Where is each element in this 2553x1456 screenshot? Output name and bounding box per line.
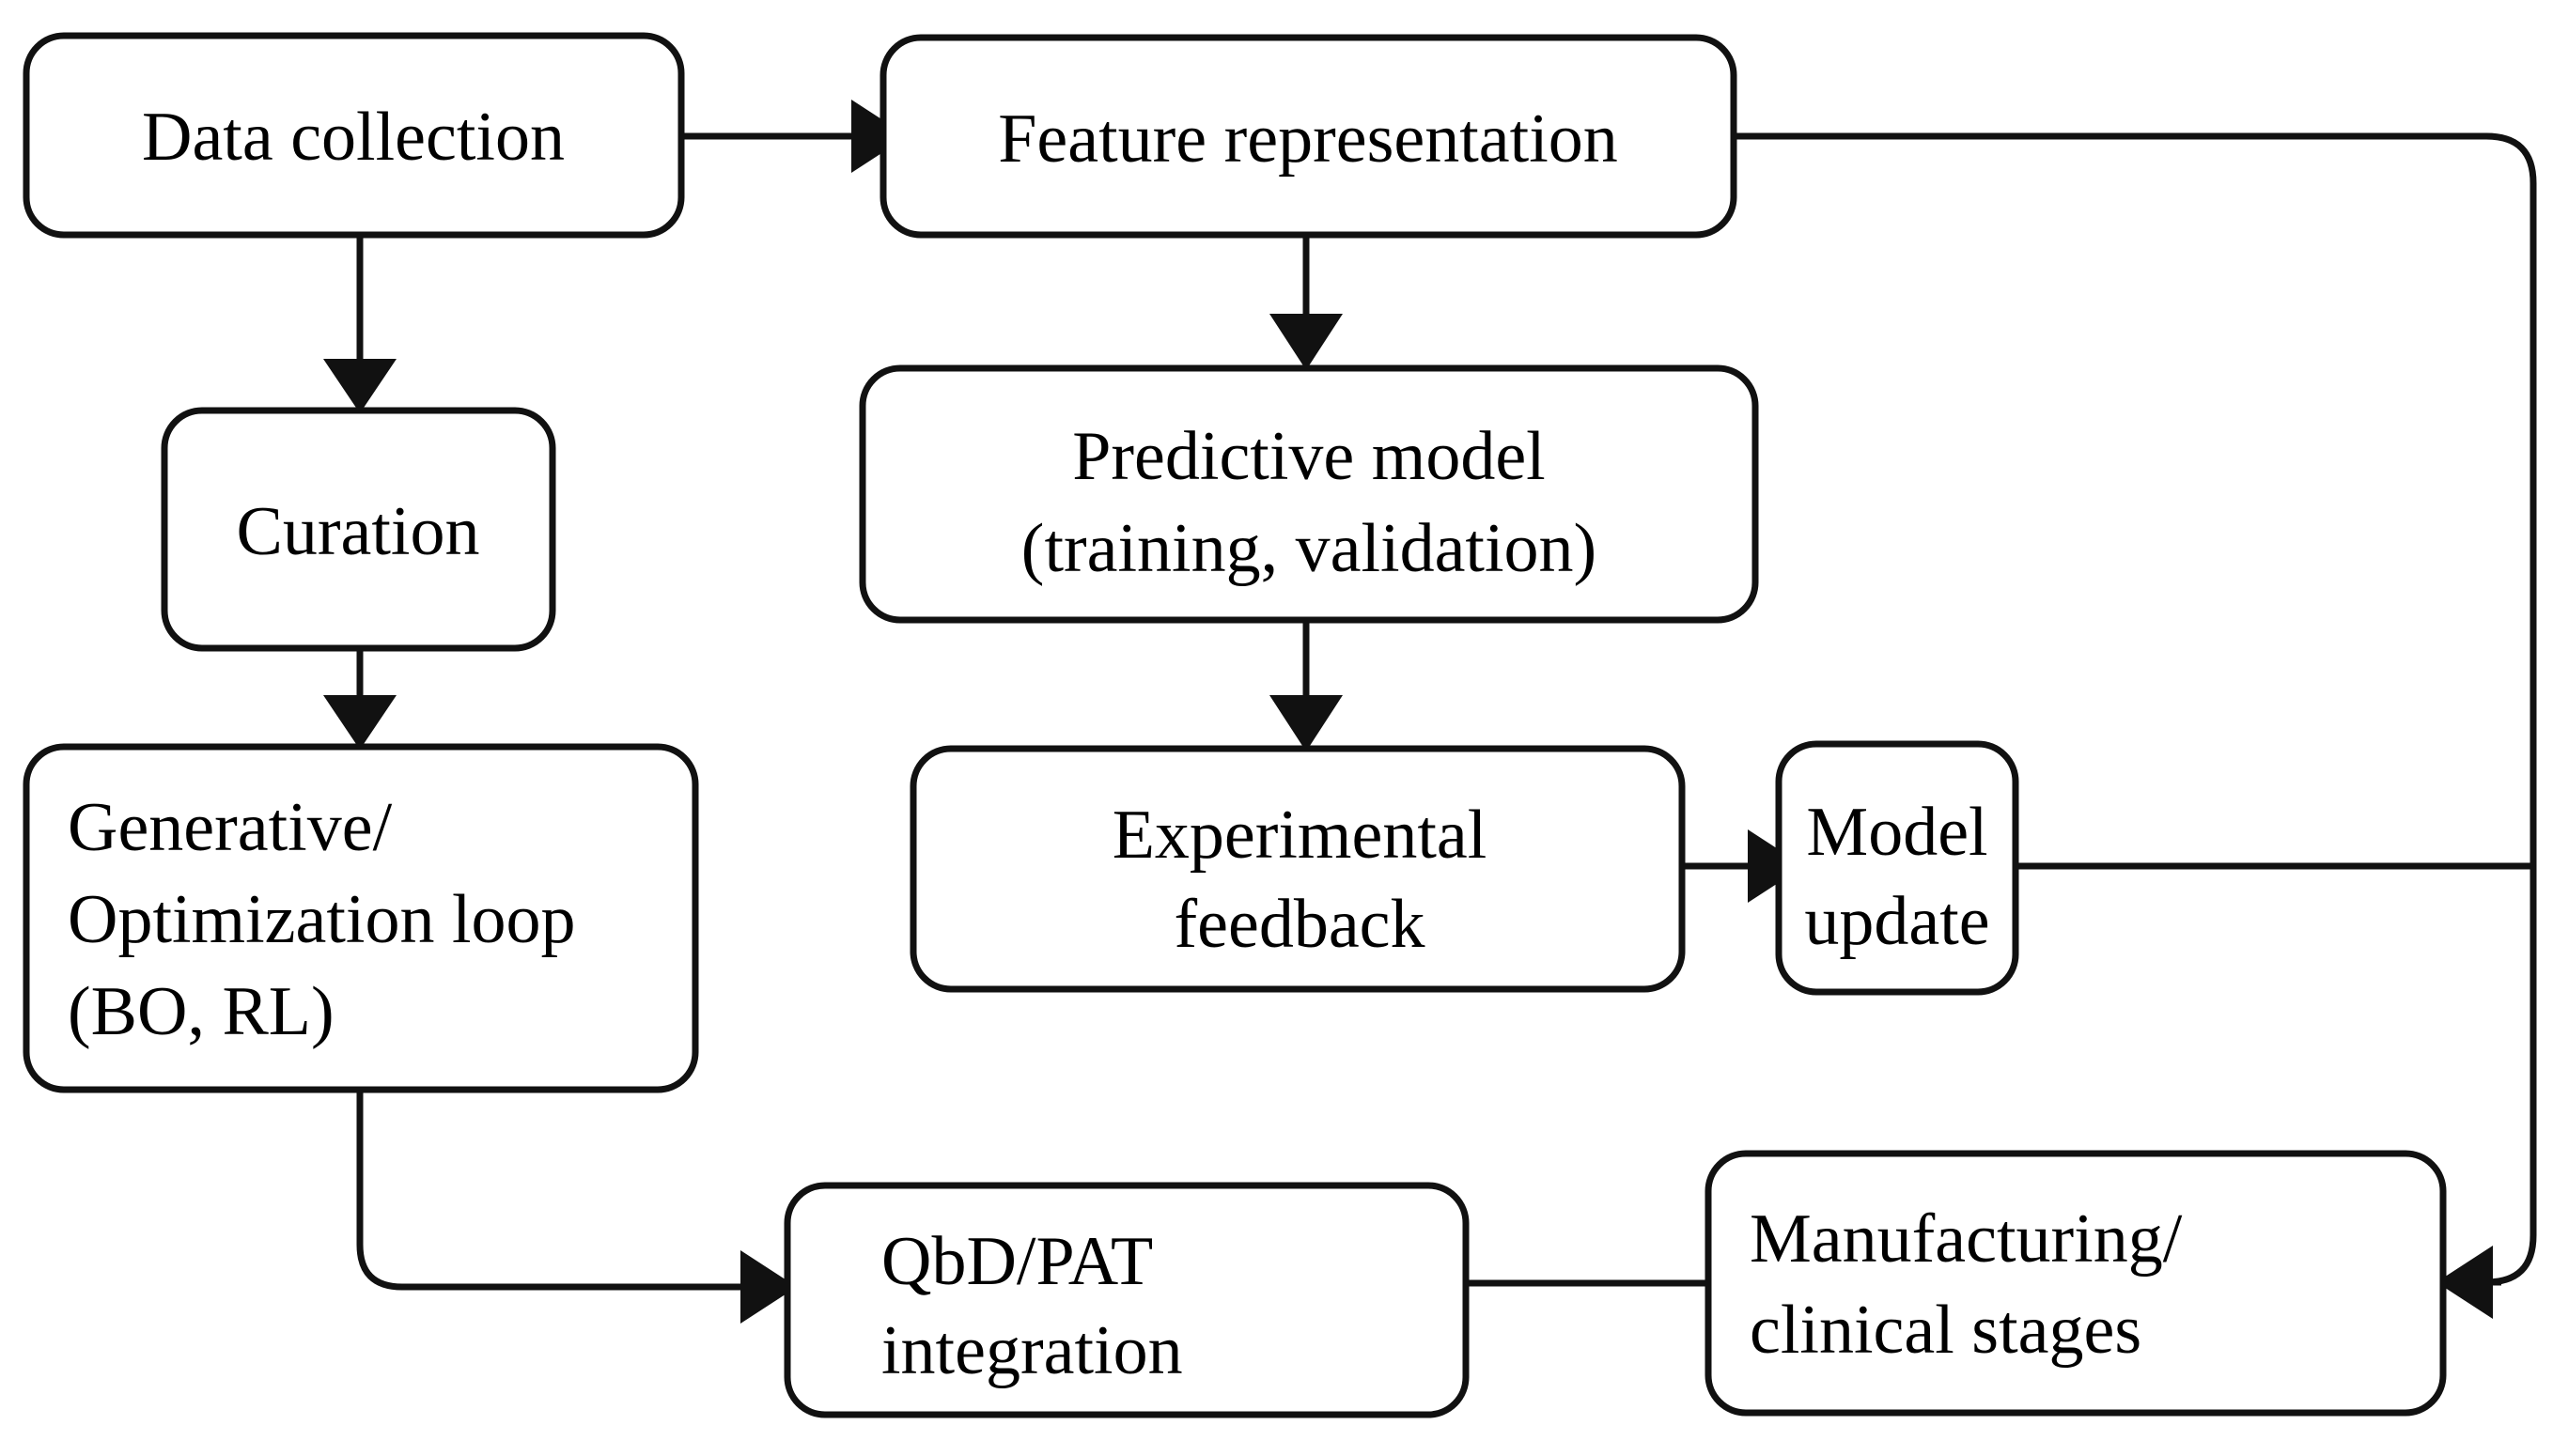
node-label-qbd-pat-line2: integration [881, 1312, 1183, 1389]
node-label-experimental-feedback-line1: Experimental [1113, 797, 1487, 874]
node-shape[interactable] [1775, 740, 2019, 996]
node-label-experimental-feedback-line2: feedback [1174, 886, 1424, 963]
node-label-generative-line1: Generative/ [68, 789, 393, 866]
node-feature-representation[interactable]: Feature representation [880, 34, 1737, 239]
node-label-predictive-model-line1: Predictive model [1072, 418, 1545, 495]
node-model-update[interactable]: Model update [1775, 740, 2019, 996]
arrowhead-icon [323, 359, 397, 413]
node-shape[interactable] [1705, 1150, 2447, 1417]
node-label-model-update-line1: Model [1806, 794, 1987, 871]
node-label-qbd-pat-line1: QbD/PAT [881, 1223, 1153, 1300]
edge-data-collection-to-feature-representation [681, 100, 908, 173]
edge-right-feedback-bus [1734, 132, 2537, 1319]
edge-feature-representation-to-predictive-model [1269, 235, 1343, 370]
node-shape[interactable] [859, 364, 1759, 624]
node-label-model-update-line2: update [1804, 883, 1989, 960]
edge-line [356, 1090, 742, 1291]
node-label-manufacturing-line2: clinical stages [1750, 1292, 2141, 1369]
arrowhead-icon [851, 100, 908, 173]
arrowhead-icon [740, 1250, 797, 1324]
arrowhead-icon [2436, 1246, 2493, 1319]
node-data-collection[interactable]: Data collection [23, 32, 685, 239]
node-curation[interactable]: Curation [161, 407, 556, 652]
edge-predictive-model-to-experimental-feedback [1269, 620, 1343, 751]
node-shape[interactable] [910, 745, 1686, 993]
edge-data-collection-to-curation [323, 235, 397, 413]
node-label-feature-representation: Feature representation [998, 101, 1618, 178]
node-label-manufacturing-line1: Manufacturing/ [1750, 1200, 2183, 1278]
node-qbd-pat-integration[interactable]: QbD/PAT integration [784, 1182, 1470, 1418]
node-shape[interactable] [23, 743, 699, 1093]
arrowhead-icon [323, 695, 397, 750]
node-generative-optimization-loop[interactable]: Generative/ Optimization loop (BO, RL) [23, 743, 699, 1093]
edge-curation-to-generative-loop [323, 648, 397, 750]
node-shape[interactable] [161, 407, 556, 652]
node-label-predictive-model-line2: (training, validation) [1021, 510, 1596, 587]
edge-generative-loop-to-qbd-pat [356, 1090, 797, 1324]
node-experimental-feedback[interactable]: Experimental feedback [910, 745, 1686, 993]
arrowhead-icon [1269, 314, 1343, 370]
edge-line [1734, 132, 2537, 1286]
node-label-generative-line3: (BO, RL) [68, 973, 335, 1050]
node-label-curation: Curation [237, 493, 480, 570]
node-predictive-model[interactable]: Predictive model (training, validation) [859, 364, 1759, 624]
node-label-data-collection: Data collection [142, 99, 565, 176]
arrowhead-icon [1269, 695, 1343, 751]
node-manufacturing-clinical-stages[interactable]: Manufacturing/ clinical stages [1705, 1150, 2447, 1417]
node-shape[interactable] [784, 1182, 1470, 1418]
node-shape[interactable] [880, 34, 1737, 239]
node-label-generative-line2: Optimization loop [68, 881, 576, 958]
node-shape[interactable] [23, 32, 685, 239]
